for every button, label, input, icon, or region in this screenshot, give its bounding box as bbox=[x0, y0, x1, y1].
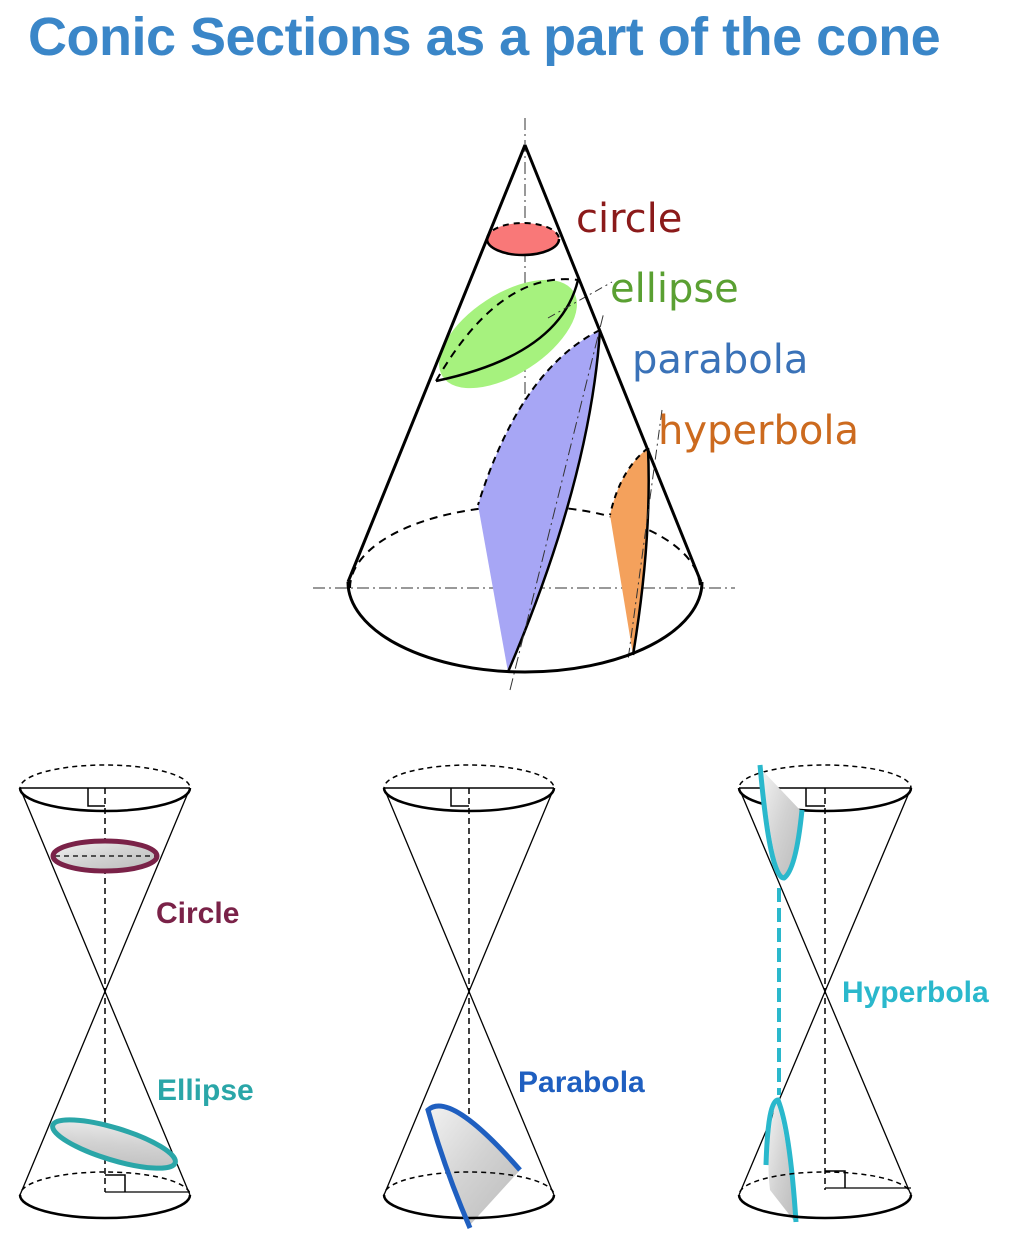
double-cone-circle-ellipse: Circle Ellipse bbox=[18, 764, 254, 1220]
right-angle-mark-3b bbox=[825, 1170, 846, 1188]
generator-b-1 bbox=[19, 787, 191, 1196]
ellipse-shaded bbox=[52, 1119, 176, 1169]
parabola-shaded bbox=[427, 1107, 520, 1225]
ellipse-small-label: Ellipse bbox=[157, 1074, 254, 1107]
ellipse-section-front-edge bbox=[435, 279, 580, 383]
ellipse-label: ellipse bbox=[610, 266, 739, 312]
bottom-rim-front-3 bbox=[737, 1194, 913, 1220]
parabola-section-back-edge bbox=[477, 329, 601, 506]
circle-section-front-edge bbox=[485, 238, 561, 257]
page-title: Conic Sections as a part of the cone bbox=[28, 7, 941, 67]
hyperbola-upper-shaded bbox=[762, 770, 800, 879]
parabola-section-front-edge bbox=[506, 329, 602, 673]
main-cone-base-back bbox=[349, 505, 701, 589]
hyperbola-section-axis bbox=[627, 409, 663, 661]
ellipse-ring bbox=[50, 1117, 178, 1171]
hyperbola-section bbox=[610, 448, 649, 655]
main-cone-right-edge bbox=[523, 144, 703, 583]
parabola-section-axis bbox=[509, 311, 605, 691]
hyperbola-lower-shaded bbox=[768, 1100, 795, 1222]
circle-section bbox=[487, 223, 559, 255]
double-cone-hyperbola: Hyperbola bbox=[737, 764, 989, 1223]
parabola-section bbox=[478, 330, 600, 672]
ellipse-section bbox=[439, 279, 577, 389]
hyperbola-label: hyperbola bbox=[658, 408, 859, 454]
hyperbola-upper-branch bbox=[757, 764, 805, 881]
circle-ring bbox=[50, 838, 160, 874]
bottom-rim-front-1 bbox=[18, 1194, 192, 1220]
right-angle-mark-1b bbox=[105, 1174, 126, 1192]
right-angle-mark-2 bbox=[450, 788, 469, 807]
circle-label: circle bbox=[576, 196, 682, 242]
bottom-rim-front-2 bbox=[382, 1194, 556, 1220]
double-cone-parabola: Parabola bbox=[382, 764, 645, 1229]
right-angle-mark-1 bbox=[87, 788, 105, 807]
parabola-label: parabola bbox=[632, 337, 808, 383]
hyperbola-small-label: Hyperbola bbox=[842, 976, 989, 1009]
circle-small-label: Circle bbox=[156, 897, 239, 930]
parabola-curve bbox=[425, 1103, 522, 1229]
main-cone-left-edge bbox=[346, 144, 527, 583]
generator-b-2 bbox=[383, 787, 555, 1196]
hyperbola-section-front-edge bbox=[631, 447, 650, 656]
parabola-small-label: Parabola bbox=[518, 1066, 645, 1099]
hyperbola-lower-branch bbox=[763, 1097, 799, 1223]
hyperbola-section-back-edge bbox=[609, 447, 649, 516]
ellipse-section-back-edge bbox=[435, 278, 579, 382]
ellipse-section-axis bbox=[547, 281, 613, 319]
right-angle-mark-3 bbox=[805, 788, 825, 807]
main-cone: circle ellipse parabola hyperbola bbox=[313, 118, 859, 691]
main-cone-base-front bbox=[346, 581, 704, 674]
